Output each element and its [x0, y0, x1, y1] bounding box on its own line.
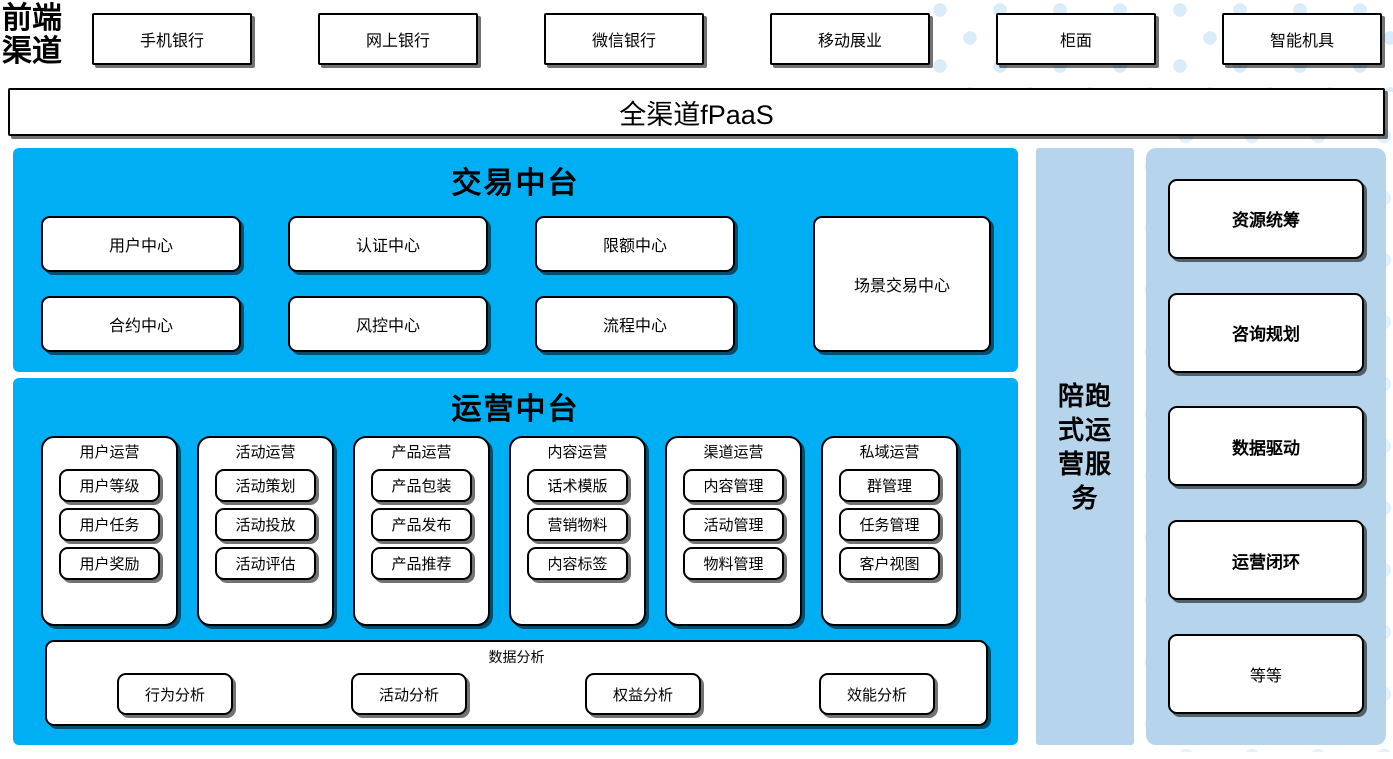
ops-item-product-recommend[interactable]: 产品推荐	[371, 547, 472, 580]
channel-item-online-bank[interactable]: 网上银行	[318, 13, 478, 65]
front-channel-label-line1: 前端	[2, 2, 62, 35]
trade-platform-title: 交易中台	[451, 167, 580, 200]
data-analysis-benefit[interactable]: 权益分析	[585, 673, 701, 715]
ops-item-product-release[interactable]: 产品发布	[371, 508, 472, 541]
ops-column-campaign-title: 活动运营	[235, 444, 296, 461]
ops-column-channel[interactable]: 渠道运营 内容管理 活动管理 物料管理	[665, 436, 802, 626]
trade-center-contract[interactable]: 合约中心	[41, 296, 241, 352]
channel-item-wechat-bank[interactable]: 微信银行	[544, 13, 704, 65]
data-analysis-campaign[interactable]: 活动分析	[351, 673, 467, 715]
ops-column-channel-title: 渠道运营	[703, 444, 764, 461]
data-analysis-behavior[interactable]: 行为分析	[117, 673, 233, 715]
ops-column-product-title: 产品运营	[391, 444, 452, 461]
ops-item-product-packaging[interactable]: 产品包装	[371, 469, 472, 502]
ops-item-campaign-planning[interactable]: 活动策划	[215, 469, 316, 502]
ops-column-user[interactable]: 用户运营 用户等级 用户任务 用户奖励	[41, 436, 178, 626]
accompanying-service-line-4: 务	[1071, 482, 1099, 513]
trade-center-auth[interactable]: 认证中心	[288, 216, 488, 272]
accompanying-service-line-2: 式运	[1057, 414, 1112, 445]
ops-column-group: 用户运营 用户等级 用户任务 用户奖励 活动运营 活动策划 活动投放 活动评估 …	[41, 436, 991, 626]
ops-item-material-management[interactable]: 物料管理	[683, 547, 784, 580]
front-channel-label-line2: 渠道	[2, 35, 62, 68]
trade-platform-panel: 交易中台 用户中心 认证中心 限额中心 合约中心 风控中心 流程中心 场景交易中…	[13, 148, 1018, 372]
trade-center-riskcontrol[interactable]: 风控中心	[288, 296, 488, 352]
ops-item-campaign-evaluation[interactable]: 活动评估	[215, 547, 316, 580]
ops-column-content-title: 内容运营	[547, 444, 608, 461]
trade-center-limit[interactable]: 限额中心	[535, 216, 735, 272]
value-panel: 资源统筹 咨询规划 数据驱动 运营闭环 等等	[1146, 148, 1386, 745]
channel-item-mobile-bank[interactable]: 手机银行	[92, 13, 252, 65]
data-analysis-block: 数据分析 行为分析 活动分析 权益分析 效能分析	[45, 640, 988, 726]
front-channel-label: 前端 渠道	[2, 2, 84, 68]
data-analysis-title: 数据分析	[488, 649, 545, 665]
accompanying-service-column: 陪跑 式运 营服 务	[1036, 148, 1134, 745]
channel-item-counter[interactable]: 柜面	[996, 13, 1156, 65]
ops-item-marketing-material[interactable]: 营销物料	[527, 508, 628, 541]
ops-column-content[interactable]: 内容运营 话术模版 营销物料 内容标签	[509, 436, 646, 626]
trade-center-scene[interactable]: 场景交易中心	[813, 216, 991, 352]
ops-platform-panel: 运营中台 用户运营 用户等级 用户任务 用户奖励 活动运营 活动策划 活动投放 …	[13, 378, 1018, 745]
ops-item-customer-view[interactable]: 客户视图	[839, 547, 940, 580]
ops-item-user-level[interactable]: 用户等级	[59, 469, 160, 502]
accompanying-service-label: 陪跑 式运 营服 务	[1050, 379, 1120, 515]
ops-item-campaign-management[interactable]: 活动管理	[683, 508, 784, 541]
front-channel-row: 手机银行 网上银行 微信银行 移动展业 柜面 智能机具	[92, 13, 1384, 65]
ops-column-user-title: 用户运营	[79, 444, 140, 461]
channel-item-smart-machine[interactable]: 智能机具	[1222, 13, 1382, 65]
ops-column-private-domain[interactable]: 私域运营 群管理 任务管理 客户视图	[821, 436, 958, 626]
ops-item-content-management[interactable]: 内容管理	[683, 469, 784, 502]
value-item-data-driven[interactable]: 数据驱动	[1168, 406, 1364, 487]
ops-item-content-tag[interactable]: 内容标签	[527, 547, 628, 580]
ops-platform-title: 运营中台	[451, 393, 580, 426]
ops-item-campaign-delivery[interactable]: 活动投放	[215, 508, 316, 541]
value-item-consulting-planning[interactable]: 咨询规划	[1168, 292, 1364, 373]
channel-item-mobile-business[interactable]: 移动展业	[770, 13, 930, 65]
value-item-etc[interactable]: 等等	[1168, 634, 1364, 715]
trade-center-user[interactable]: 用户中心	[41, 216, 241, 272]
data-analysis-items: 行为分析 活动分析 权益分析 效能分析	[117, 673, 937, 717]
trade-center-grid: 用户中心 认证中心 限额中心 合约中心 风控中心 流程中心 场景交易中心	[41, 216, 991, 356]
ops-item-user-task[interactable]: 用户任务	[59, 508, 160, 541]
accompanying-service-line-3: 营服	[1057, 448, 1112, 479]
value-item-operation-closed-loop[interactable]: 运营闭环	[1168, 520, 1364, 601]
ops-item-script-template[interactable]: 话术模版	[527, 469, 628, 502]
ops-column-campaign[interactable]: 活动运营 活动策划 活动投放 活动评估	[197, 436, 334, 626]
value-item-resource-coordination[interactable]: 资源统筹	[1168, 178, 1364, 259]
ops-item-group-management[interactable]: 群管理	[839, 469, 940, 502]
ops-item-task-management[interactable]: 任务管理	[839, 508, 940, 541]
ops-item-user-reward[interactable]: 用户奖励	[59, 547, 160, 580]
trade-center-process[interactable]: 流程中心	[535, 296, 735, 352]
data-analysis-efficiency[interactable]: 效能分析	[819, 673, 935, 715]
accompanying-service-line-1: 陪跑	[1057, 380, 1112, 411]
fpaas-bar[interactable]: 全渠道fPaaS	[8, 88, 1385, 136]
ops-column-product[interactable]: 产品运营 产品包装 产品发布 产品推荐	[353, 436, 490, 626]
ops-column-private-domain-title: 私域运营	[859, 444, 920, 461]
